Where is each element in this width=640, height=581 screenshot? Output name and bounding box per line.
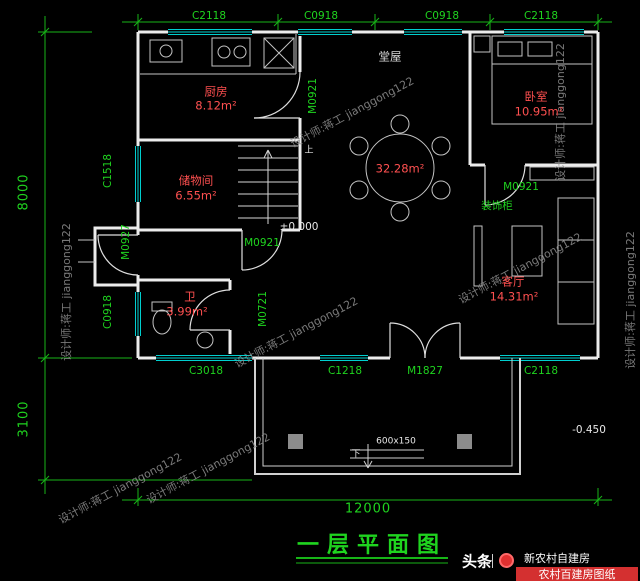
- label-entry-side-door: M0927: [119, 224, 132, 260]
- room-bath-name: 卫: [184, 289, 196, 304]
- watermark: 设计师:蒋工 jianggong122: [624, 231, 637, 369]
- room-hall-area: 32.28m²: [375, 161, 425, 176]
- toutiao-brand-label: 头条: [461, 552, 493, 571]
- room-bedroom-name: 卧室: [524, 89, 548, 104]
- label-bath-window: C0918: [101, 294, 114, 330]
- level-porch: -0.450: [572, 423, 606, 436]
- porch-columns: [288, 434, 472, 449]
- label-window-c1218: C1218: [327, 364, 363, 377]
- room-bath-area: 3.99m²: [166, 304, 208, 319]
- dim-bottom-12000: 12000: [344, 501, 392, 517]
- porch: [254, 358, 521, 475]
- windows: [134, 28, 584, 362]
- dim-top-c2118-right: C2118: [523, 9, 559, 22]
- label-bath-door: M0721: [256, 291, 269, 327]
- level-main: ±0.000: [279, 220, 319, 233]
- steps-down-note: 下: [351, 449, 361, 460]
- label-living-window: C2118: [523, 364, 559, 377]
- room-storage-area: 6.55m²: [175, 188, 217, 203]
- dim-top-c0918-b: C0918: [424, 9, 460, 22]
- dim-top-c2118-left: C2118: [191, 9, 227, 22]
- label-bedroom-door: M0921: [503, 180, 539, 193]
- room-kitchen-area: 8.12m²: [195, 98, 237, 113]
- room-living-area: 14.31m²: [489, 289, 539, 304]
- dimension-lines: [38, 14, 612, 564]
- label-storage-window: C1518: [101, 153, 114, 189]
- watermark: 设计师:蒋工 jianggong122: [60, 223, 73, 361]
- room-bedroom-area: 10.95m²: [514, 104, 564, 119]
- toutiao-logo-icon: [499, 553, 514, 568]
- label-window-c3018: C3018: [188, 364, 224, 377]
- room-storage-name: 储物间: [178, 173, 214, 188]
- staircase: [238, 145, 298, 224]
- label-hall-storage-door: M0921: [244, 236, 280, 249]
- label-entrance-door: M1827: [407, 364, 443, 377]
- dim-left-3100: 3100: [16, 400, 32, 438]
- dim-left-8000: 8000: [16, 173, 32, 211]
- label-kitchen-door: M0921: [306, 78, 319, 114]
- page-title: 一层平面图: [296, 533, 448, 558]
- footer-divider: [492, 554, 493, 568]
- room-kitchen-name: 厨房: [204, 84, 228, 99]
- furniture: [78, 34, 595, 349]
- label-cabinet: 装饰柜: [481, 199, 513, 212]
- doors: [97, 71, 526, 359]
- stairs-up-note: 上: [304, 145, 314, 156]
- column-size-note: 600x150: [376, 436, 416, 447]
- channel-badge: 农村百建房图纸: [516, 567, 638, 581]
- room-living-name: 客厅: [501, 274, 525, 289]
- channel-name: 新农村自建房: [524, 552, 590, 565]
- room-hall-name: 堂屋: [378, 49, 402, 64]
- dim-top-c0918-a: C0918: [303, 9, 339, 22]
